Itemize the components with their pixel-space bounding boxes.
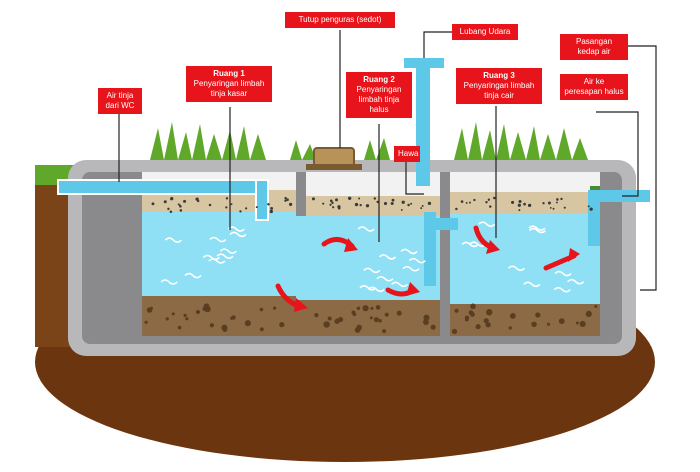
chamber-1-sludge: [142, 296, 296, 336]
grass-clumps: [150, 122, 588, 160]
room3-label: Ruang 3 Penyaringan limbah tinja cair: [456, 68, 542, 104]
vent-pipe: [416, 66, 430, 186]
chamber-3-sludge: [450, 304, 600, 336]
room3-desc: Penyaringan limbah tinja cair: [463, 81, 535, 100]
inlet-label-line1: Air tinja: [106, 91, 134, 100]
room3-title: Ruang 3: [483, 71, 515, 80]
drain-lid: [313, 147, 355, 167]
vent-pipe-cap: [404, 58, 444, 68]
sludge-pebbles: [144, 303, 598, 335]
water-ripples: [160, 221, 585, 293]
hawa-label: Hawa: [394, 146, 420, 162]
room2-desc: Penyaringan limbah tinja halus: [356, 85, 402, 114]
outlet-pipe: [588, 190, 650, 202]
hawa-label-text: Hawa: [398, 149, 419, 158]
inlet-pipe-drop: [255, 179, 269, 221]
inlet-label: Air tinja dari WC: [98, 88, 142, 114]
inlet-pipe: [57, 179, 269, 195]
drain-lid-cap: [306, 164, 362, 170]
vent-label-text: Lubang Udara: [459, 27, 511, 36]
leader-lines: [118, 30, 657, 291]
room2-label: Ruang 2 Penyaringan limbah tinja halus: [346, 72, 412, 118]
scum-specks: [151, 196, 593, 214]
room1-desc: Penyaringan limbah tinja kasar: [193, 79, 265, 98]
outlet-pipe-vertical: [588, 190, 600, 246]
t-pipe-horizontal: [424, 218, 458, 230]
inlet-label-line2: dari WC: [105, 101, 135, 110]
seal-label: Pasangan kedap air: [560, 34, 628, 60]
outlet-label: Air ke peresapan halus: [560, 74, 628, 100]
flow-arrow-heads: [294, 238, 580, 312]
partition-2: [440, 172, 450, 336]
seal-label-text: Pasangan kedap air: [575, 37, 613, 56]
room2-title: Ruang 2: [363, 75, 395, 84]
lid-label: Tutup penguras (sedot): [285, 12, 395, 28]
outlet-label-text: Air ke peresapan halus: [564, 77, 624, 96]
room1-title: Ruang 1: [213, 69, 245, 78]
chamber-3-water: [450, 214, 600, 304]
vent-label: Lubang Udara: [452, 24, 518, 40]
t-pipe-vertical: [424, 212, 436, 286]
chamber-1-water: [142, 212, 296, 300]
room1-label: Ruang 1 Penyaringan limbah tinja kasar: [186, 66, 272, 102]
chamber-2-scum: [306, 196, 440, 218]
chamber-2-sludge: [296, 300, 440, 336]
lid-label-text: Tutup penguras (sedot): [298, 15, 382, 24]
